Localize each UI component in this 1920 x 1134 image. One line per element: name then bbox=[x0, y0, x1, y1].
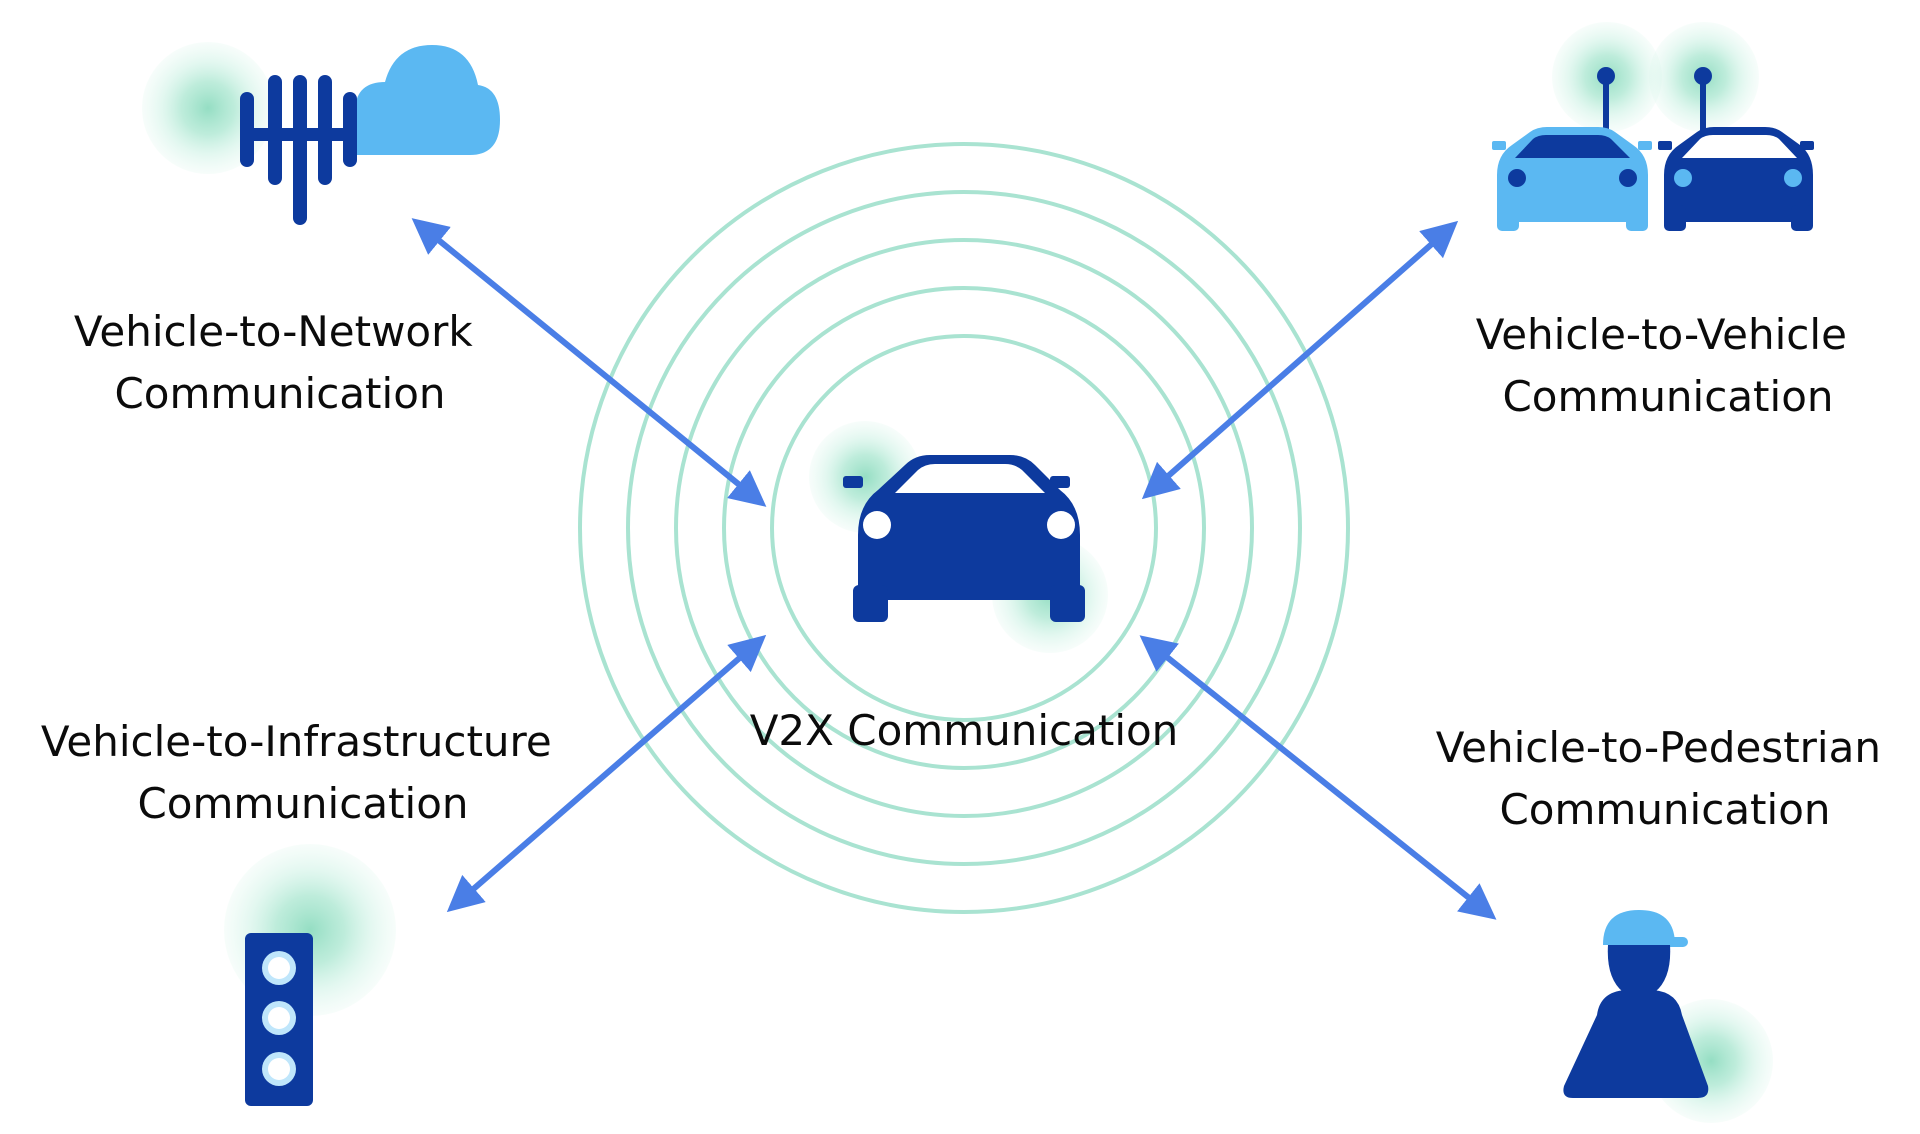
vehicle-label: Vehicle-to-Vehicle Communication bbox=[1476, 310, 1861, 421]
vehicle-label-line1: Vehicle-to-Vehicle bbox=[1476, 310, 1847, 359]
arrow-vehicle bbox=[1141, 220, 1459, 500]
infrastructure-label-line2: Communication bbox=[137, 779, 468, 828]
ring-2 bbox=[722, 286, 1206, 770]
arrow-network bbox=[411, 218, 767, 507]
cell-tower-cloud-icon bbox=[142, 42, 500, 225]
arrow-infrastructure bbox=[446, 634, 767, 913]
network-label: Vehicle-to-Network Communication bbox=[74, 307, 486, 418]
ring-5 bbox=[578, 142, 1350, 914]
ring-1 bbox=[770, 334, 1158, 722]
network-label-line2: Communication bbox=[114, 369, 445, 418]
pedestrian-label: Vehicle-to-Pedestrian Communication bbox=[1436, 723, 1895, 834]
arrow-pedestrian bbox=[1139, 635, 1497, 920]
center-label: V2X Communication bbox=[750, 706, 1179, 755]
pedestrian-icon bbox=[1563, 910, 1773, 1123]
vehicle-label-line2: Communication bbox=[1502, 372, 1833, 421]
infrastructure-label: Vehicle-to-Infrastructure Communication bbox=[41, 717, 565, 828]
glow-icon bbox=[142, 42, 274, 174]
network-label-line1: Vehicle-to-Network bbox=[74, 307, 473, 356]
two-cars-icon bbox=[1492, 22, 1814, 231]
ring-4 bbox=[626, 190, 1302, 866]
signal-rings bbox=[578, 142, 1350, 914]
traffic-light-icon bbox=[224, 844, 396, 1106]
infrastructure-label-line1: Vehicle-to-Infrastructure bbox=[41, 717, 552, 766]
central-car-icon bbox=[809, 421, 1108, 653]
pedestrian-label-line2: Communication bbox=[1499, 785, 1830, 834]
ring-3 bbox=[674, 238, 1254, 818]
arrows bbox=[411, 218, 1497, 920]
pedestrian-label-line1: Vehicle-to-Pedestrian bbox=[1436, 723, 1881, 772]
